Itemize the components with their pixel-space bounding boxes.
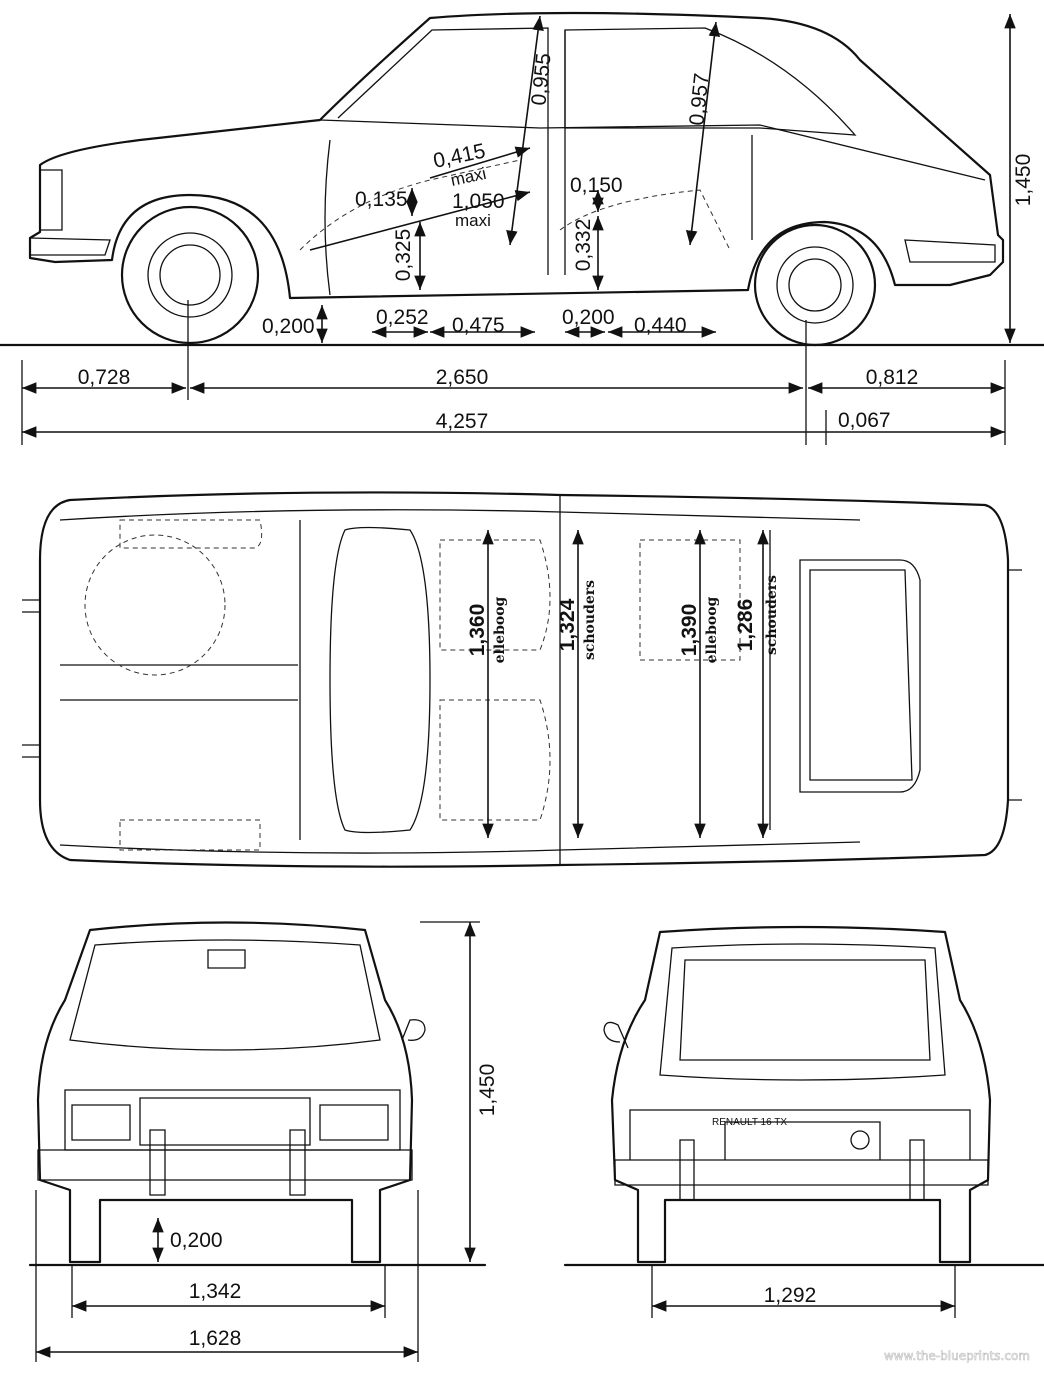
rear-shoulder-label: schouders — [764, 575, 780, 655]
overall-height-label: 1,450 — [1012, 154, 1035, 207]
front-shoulder-width-label: 1,324 — [556, 598, 579, 651]
front-elbow-width-label: 1,360 — [466, 604, 489, 657]
legroom-label: 1,050 — [452, 190, 505, 213]
rear-offset-label: 0,067 — [838, 409, 891, 432]
floor-a-label: 0,252 — [376, 306, 429, 329]
floor-d-label: 0,440 — [634, 314, 687, 337]
rear-badge: RENAULT 16 TX — [712, 1117, 787, 1128]
front-shoulder-label: schouders — [582, 580, 598, 660]
front-body-outline — [36, 921, 414, 1264]
rear-door-height-label: 0,957 — [685, 72, 713, 127]
side-body-outline — [28, 11, 1005, 300]
front-seat-height-label: 0,135 — [355, 188, 408, 211]
rear-wheel — [753, 223, 877, 347]
front-height-label: 1,450 — [476, 1064, 499, 1117]
front-overhang-label: 0,728 — [78, 366, 131, 389]
rear-body-outline — [610, 925, 992, 1264]
floor-c-label: 0,200 — [562, 306, 615, 329]
wheelbase-label: 2,650 — [436, 366, 489, 389]
rear-overhang-label: 0,812 — [866, 366, 919, 389]
overall-length-label: 4,257 — [436, 410, 489, 433]
rear-seat-floor-label: 0,332 — [572, 219, 595, 272]
top-view: 1,360 elleboog 1,324 schouders 1,390 ell… — [22, 491, 1022, 868]
rear-shoulder-width-label: 1,286 — [734, 599, 757, 652]
rear-elbow-width-label: 1,390 — [678, 604, 701, 657]
front-clearance-label: 0,200 — [170, 1229, 223, 1252]
legroom-note: maxi — [455, 211, 491, 230]
front-elbow-label: elleboog — [492, 596, 508, 663]
top-body-outline — [38, 491, 1010, 868]
overall-width-label: 1,628 — [189, 1327, 242, 1350]
front-door-height-label: 0,955 — [527, 52, 555, 107]
rear-elbow-label: elleboog — [704, 596, 720, 663]
side-view: 1,450 0,955 0,957 0,415 maxi 1,050 maxi … — [0, 11, 1044, 445]
rear-view: RENAULT 16 TX 1,292 — [563, 925, 1044, 1318]
front-seat-floor-label: 0,325 — [392, 229, 415, 282]
ground-clearance-label: 0,200 — [262, 315, 315, 338]
rear-seat-height-label: 0,150 — [570, 174, 623, 197]
floor-b-label: 0,475 — [452, 314, 505, 337]
front-view: 1,450 0,200 1,342 1,628 — [28, 921, 499, 1362]
front-track-label: 1,342 — [189, 1280, 242, 1303]
rear-track-label: 1,292 — [764, 1284, 817, 1307]
watermark: www.the-blueprints.com — [884, 1349, 1030, 1363]
front-wheel — [120, 205, 260, 345]
